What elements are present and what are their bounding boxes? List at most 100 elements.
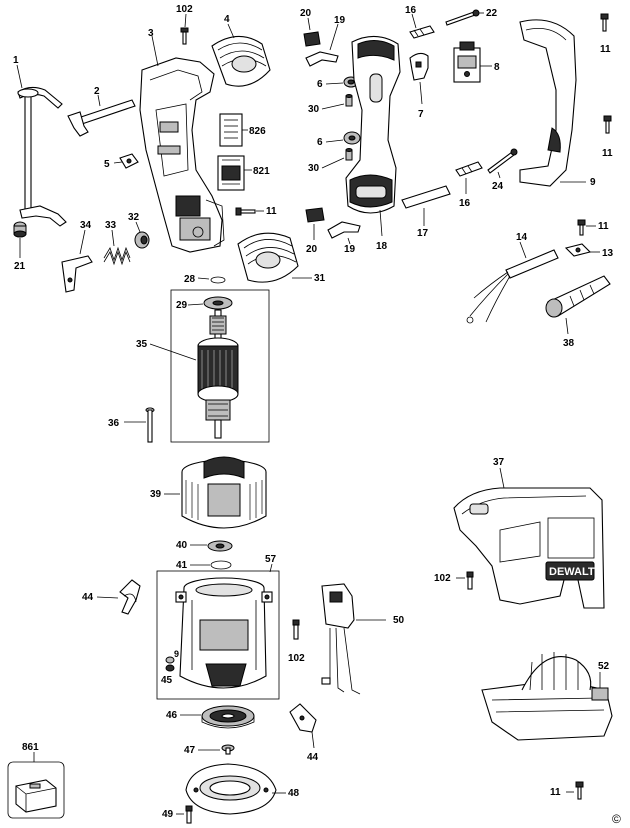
part-20-cap-top	[303, 31, 321, 47]
label-19-top: 19	[334, 15, 346, 26]
label-48: 48	[288, 788, 300, 799]
part-16-pin-bottom	[455, 161, 483, 177]
label-52: 52	[598, 661, 610, 672]
label-28: 28	[184, 274, 196, 285]
part-30-pin-bottom	[345, 148, 353, 161]
label-861: 861	[22, 742, 39, 753]
label-38: 38	[563, 338, 575, 349]
label-17: 17	[417, 228, 429, 239]
label-22: 22	[486, 8, 498, 19]
label-33: 33	[105, 220, 117, 231]
label-102-top: 102	[176, 4, 193, 15]
part-45-screw	[165, 656, 175, 672]
part-821-label-plate	[217, 155, 245, 191]
label-2: 2	[94, 86, 100, 97]
part-826-label-plate	[219, 113, 243, 147]
part-28-circlip	[210, 276, 226, 284]
part-18-handle	[345, 35, 401, 214]
part-8-switch	[453, 41, 481, 83]
label-50: 50	[393, 615, 405, 626]
label-9-small: 9	[174, 649, 179, 659]
kit-box-frame	[7, 761, 65, 819]
part-39-field	[181, 456, 267, 529]
part-7-trigger	[409, 52, 429, 81]
brand-label: DEWALT	[549, 566, 595, 578]
label-5: 5	[104, 159, 110, 170]
label-11-b: 11	[600, 44, 611, 55]
part-49-screw	[185, 805, 193, 824]
part-50-brush-holder	[321, 583, 361, 695]
label-1: 1	[13, 55, 19, 66]
part-37-motor-cover: DEWALT	[453, 487, 605, 609]
label-32: 32	[128, 212, 140, 223]
part-102-screw-top	[180, 27, 189, 45]
label-44-left: 44	[82, 592, 94, 603]
label-37: 37	[493, 457, 505, 468]
part-17-rod	[401, 185, 451, 209]
part-11-screw-e	[575, 781, 584, 800]
part-52-brush-cover	[481, 652, 613, 741]
label-14: 14	[516, 232, 528, 243]
label-31: 31	[314, 273, 326, 284]
part-38-cable-sleeve	[545, 275, 611, 318]
part-102-screw-right	[466, 571, 474, 590]
label-35: 35	[136, 339, 148, 350]
part-32-bushing	[134, 231, 150, 249]
label-11-d: 11	[598, 221, 609, 232]
label-11-e: 11	[550, 787, 561, 798]
part-14-cable	[466, 249, 559, 324]
part-46-gear	[201, 705, 255, 729]
part-36-screw	[145, 407, 155, 443]
part-31-boot	[237, 232, 299, 283]
label-6-top: 6	[317, 79, 323, 90]
label-39: 39	[150, 489, 162, 500]
label-9: 9	[590, 177, 596, 188]
part-2-depth-rod	[67, 99, 136, 137]
gearcase-box	[156, 570, 280, 700]
label-20-bottom: 20	[306, 244, 318, 255]
label-102-right: 102	[434, 573, 451, 584]
label-4: 4	[224, 14, 230, 25]
label-47: 47	[184, 745, 196, 756]
label-29: 29	[176, 300, 188, 311]
part-41-ring	[210, 560, 232, 570]
label-102-mid: 102	[288, 653, 305, 664]
label-30-top: 30	[308, 104, 320, 115]
label-3: 3	[148, 28, 154, 39]
part-29-bearing	[203, 296, 233, 310]
label-30-bottom: 30	[308, 163, 320, 174]
label-45: 45	[161, 675, 173, 686]
label-41: 41	[176, 560, 188, 571]
part-1-side-handle	[17, 86, 67, 227]
part-6-bushing-bottom	[343, 131, 361, 145]
part-3-housing	[139, 57, 225, 253]
part-35-armature	[197, 309, 239, 439]
label-11-c: 11	[602, 148, 613, 159]
part-11-screw-c	[603, 115, 612, 134]
part-34-bracket	[61, 255, 93, 293]
label-36: 36	[108, 418, 120, 429]
label-44-right: 44	[307, 752, 319, 763]
part-47-washer	[221, 744, 235, 755]
part-11-screw-d	[577, 219, 586, 236]
label-13: 13	[602, 248, 614, 259]
label-18: 18	[376, 241, 388, 252]
part-44-clip-right	[289, 703, 317, 733]
label-19-bottom: 19	[344, 244, 356, 255]
label-34: 34	[80, 220, 92, 231]
label-11-a: 11	[266, 206, 277, 217]
part-19-spring-top	[305, 51, 339, 67]
label-6-bottom: 6	[317, 137, 323, 148]
label-57: 57	[265, 554, 277, 565]
label-7: 7	[418, 109, 424, 120]
part-11-screw-b	[600, 13, 609, 32]
part-5-clip	[119, 153, 139, 169]
label-24: 24	[492, 181, 504, 192]
label-20-top: 20	[300, 8, 312, 19]
part-57-gearcase	[175, 577, 273, 689]
copyright-mark: ©	[612, 812, 621, 826]
part-19-spring-bottom	[327, 221, 361, 239]
part-33-spring	[103, 246, 131, 266]
label-821: 821	[253, 166, 270, 177]
label-16-bottom: 16	[459, 198, 471, 209]
